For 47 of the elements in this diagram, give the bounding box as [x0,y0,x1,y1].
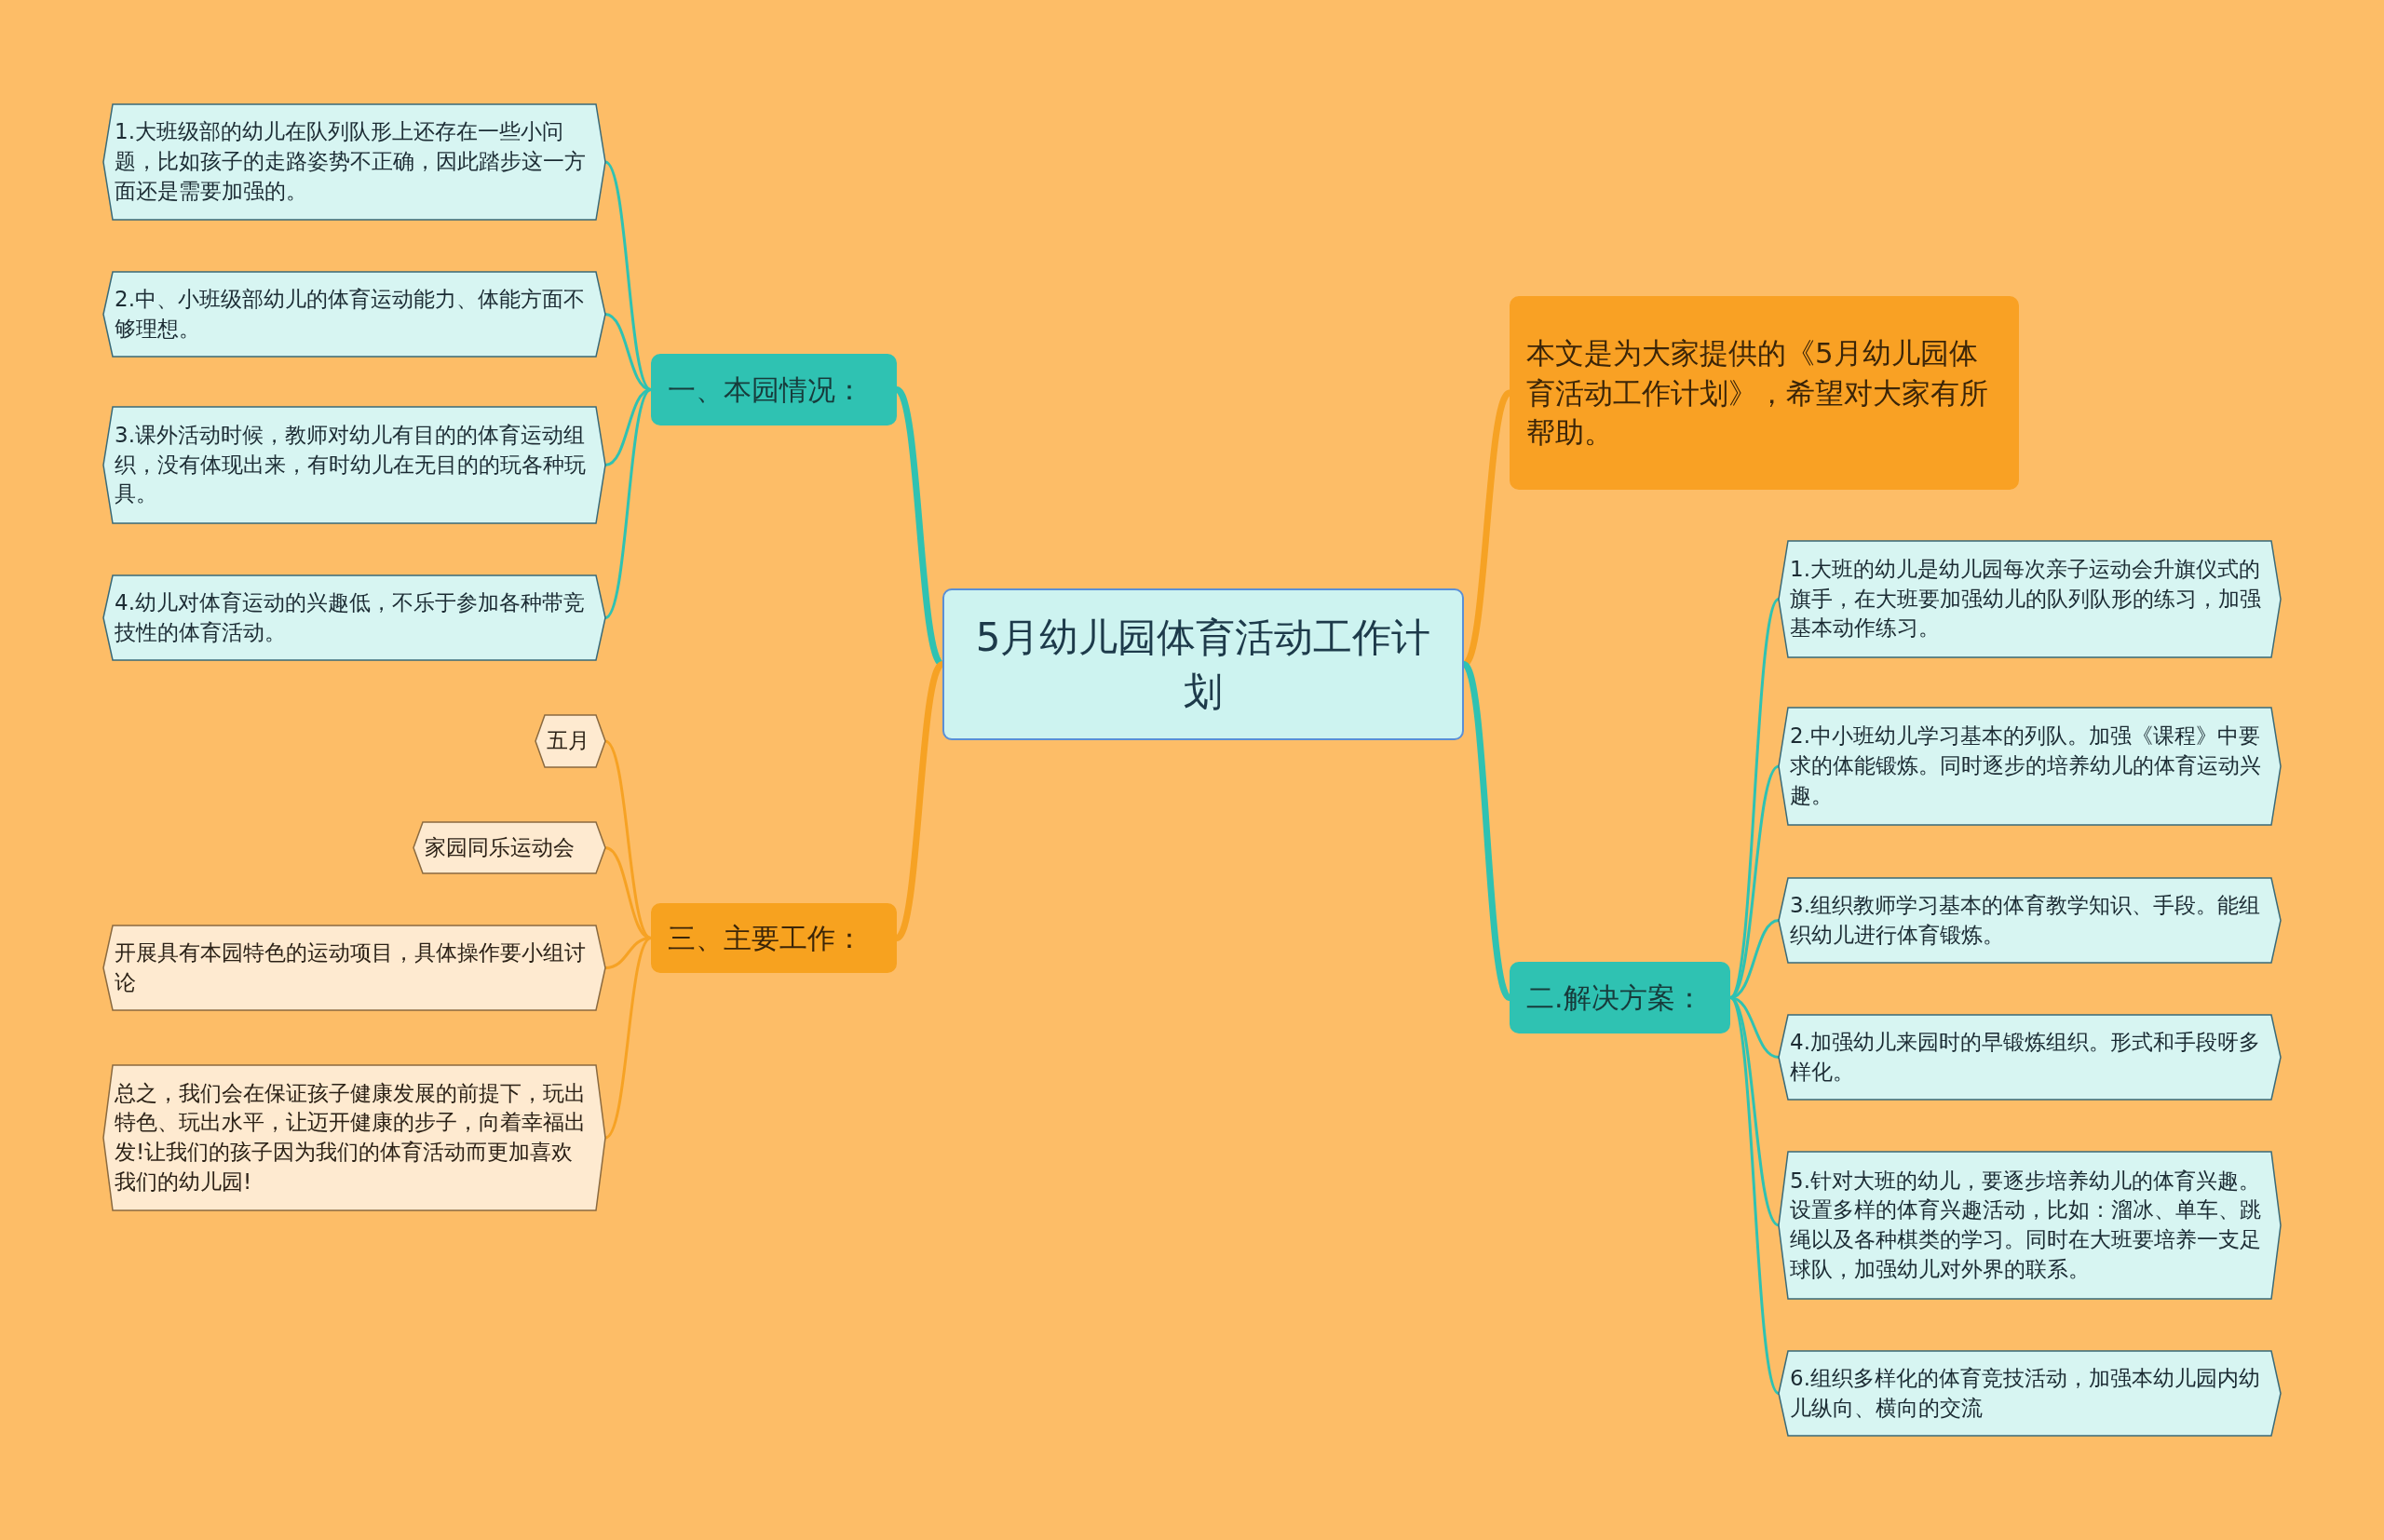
topic-text: 1.大班的幼儿是幼儿园每次亲子运动会升旗仪式的旗手，在大班要加强幼儿的队列队形的练习，加强基本动作练习。 [1790,555,2262,642]
leaf-topic [103,574,605,661]
topic-text: 三、主要工作： [668,920,864,956]
leaf-topic [1779,1151,2281,1300]
branch-topic [1510,962,1730,1033]
leaf-topic [103,1064,605,1211]
leaf-topic [103,271,605,358]
connector-line [604,388,652,619]
leaf-topic [1779,707,2281,826]
leaf-topic [1779,877,2281,964]
topic-text: 五月 [547,727,590,755]
connector-line [1728,996,1781,1395]
leaf-topic [1779,540,2281,658]
leaf-topic [413,821,605,874]
branch-topic [651,903,897,973]
topic-text: 3.组织教师学习基本的体育教学知识、手段。能组织幼儿进行体育锻炼。 [1790,891,2261,949]
topic-text: 2.中小班幼儿学习基本的列队。加强《课程》中要求的体能锻炼。同时逐步的培养幼儿的体育运动兴趣。 [1790,723,2262,809]
leaf-topic [103,406,605,524]
connector-line [1729,919,1780,999]
connector-line [604,160,652,391]
leaf-topic [535,714,605,768]
topic-text: 1.大班级部的幼儿在队列队形上还存在一些小问题，比如孩子的走路姿势不正确，因此踏步这一方面还是需要加强的。 [115,118,587,205]
topic-text: 2.中、小班级部幼儿的体育运动能力、体能方面不够理想。 [115,285,586,343]
topic-text: 5月幼儿园体育活动工作计划 [974,613,1432,716]
topic-text: 3.课外活动时候，教师对幼儿有目的的体育运动组织，没有体现出来，有时幼儿在无目的的玩各种玩具。 [115,421,587,508]
topic-text: 4.幼儿对体育运动的兴趣低，不乐于参加各种带竞技性的体育活动。 [115,588,586,646]
connector-line [604,388,652,466]
branch-topic [651,354,897,426]
leaf-topic [1779,1350,2281,1437]
connector-line [604,846,652,939]
central-topic [942,588,1464,740]
topic-text: 总之，我们会在保证孩子健康发展的前提下，玩出特色、玩出水平，让迈开健康的步子，向着幸福出发!让我们的孩子因为我们的体育活动而更加喜欢我们的幼儿园! [115,1079,587,1196]
leaf-topic [103,925,605,1011]
connector-line [1729,996,1780,1059]
intro-note [1510,296,2019,490]
leaf-topic [103,103,605,221]
topic-text: 家园同乐运动会 [425,833,576,861]
topic-text: 4.加强幼儿来园时的早锻炼组织。形式和手段呀多样化。 [1790,1028,2261,1086]
leaf-topic [1779,1014,2281,1101]
topic-text: 开展具有本园特色的运动项目，具体操作要小组讨论 [115,939,587,996]
connector-line [604,313,652,391]
topic-text: 一、本园情况： [668,371,864,408]
topic-text: 本文是为大家提供的《5月幼儿园体育活动工作计划》，希望对大家有所帮助。 [1526,334,1989,452]
topic-text: 5.针对大班的幼儿，要逐步培养幼儿的体育兴趣。设置多样的体育兴趣活动，比如：溜冰、单车、跳绳以及各种棋类的学习。同时在大班要培养一支足球队，加强幼儿对外界的联系。 [1790,1167,2262,1283]
connector-line [604,937,652,1140]
topic-text: 6.组织多样化的体育竞技活动，加强本幼儿园内幼儿纵向、横向的交流 [1790,1364,2261,1422]
topic-text: 二.解决方案： [1526,979,1704,1016]
